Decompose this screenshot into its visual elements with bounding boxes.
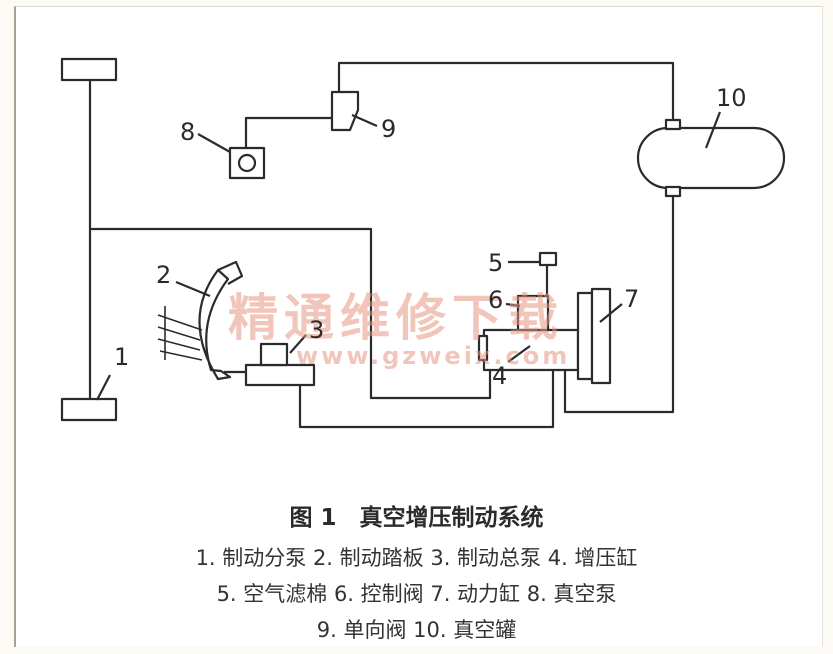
label-9: 9 — [381, 115, 397, 143]
label-3-leader — [289, 334, 307, 354]
label-8-leader — [197, 133, 231, 153]
legend-line-2: 5. 空气滤棉 6. 控制阀 7. 动力缸 8. 真空泵 — [216, 582, 617, 606]
label-5: 5 — [488, 249, 504, 277]
tank-bottom-fitting — [664, 185, 682, 198]
vacuum-tank — [636, 126, 786, 190]
pedal-mount-hatch — [157, 306, 203, 361]
brake-line-upper — [90, 227, 492, 400]
label-7-leader — [599, 303, 623, 323]
label-4-leader — [507, 345, 531, 363]
vacuum-pump — [228, 146, 266, 180]
wheel-cylinder-top — [60, 57, 118, 82]
label-2: 2 — [156, 261, 172, 289]
watermark-url: www.gzweix.com — [296, 342, 571, 370]
label-4: 4 — [492, 362, 508, 390]
power-to-tank-line — [563, 194, 675, 414]
label-9-leader — [351, 113, 378, 128]
label-10-leader — [704, 111, 722, 149]
label-1-leader — [96, 374, 111, 401]
label-6: 6 — [488, 286, 504, 314]
label-7: 7 — [624, 285, 640, 313]
legend-line-1: 1. 制动分泵 2. 制动踏板 3. 制动总泵 4. 增压缸 — [195, 546, 638, 570]
legend-line-3: 9. 单向阀 10. 真空罐 — [316, 618, 517, 642]
label-6-leader — [505, 302, 521, 308]
power-cylinder-flange — [590, 287, 612, 385]
vacuum-pump-line — [244, 116, 332, 148]
brake-pedal-pad — [217, 260, 244, 285]
air-filter — [538, 251, 558, 267]
figure-frame — [14, 6, 823, 647]
vacuum-line-top — [337, 61, 675, 120]
booster-port — [477, 334, 489, 362]
tank-top-fitting — [664, 118, 682, 131]
control-valve — [516, 294, 550, 332]
watermark-text: 精通维修下载 — [228, 289, 564, 347]
power-cylinder — [576, 291, 594, 381]
label-10: 10 — [716, 84, 747, 112]
wheel-cylinder-bottom — [60, 397, 118, 422]
check-valve — [330, 90, 360, 132]
brake-pedal-arm — [198, 268, 232, 381]
figure-title: 图 1 真空增压制动系统 — [289, 505, 544, 531]
master-cylinder-reservoir — [259, 342, 289, 367]
label-8: 8 — [180, 118, 196, 146]
label-2-leader — [175, 280, 211, 298]
vacuum-pump-port — [237, 153, 257, 173]
label-3: 3 — [309, 316, 325, 344]
master-to-booster-line — [298, 370, 555, 429]
label-1: 1 — [114, 343, 130, 371]
